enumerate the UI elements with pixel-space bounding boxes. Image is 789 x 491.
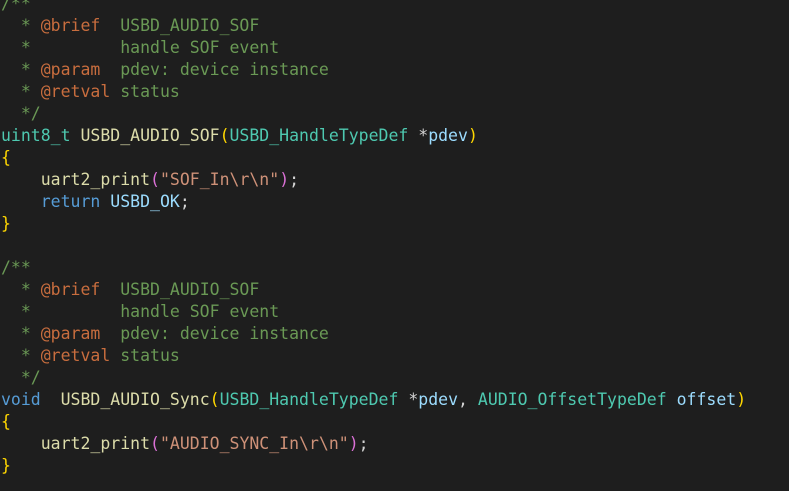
code-token: * [1,82,41,101]
code-token: @brief [40,280,101,299]
code-line[interactable]: * @retval status [0,345,789,367]
code-line[interactable]: uint8_t USBD_AUDIO_SOF(USBD_HandleTypeDe… [0,125,789,147]
code-token [1,192,41,211]
code-token: return [40,192,101,211]
code-token: USBD_AUDIO_SOF [100,280,260,299]
code-token: uint8_t [1,126,71,145]
code-token: "AUDIO_SYNC_In\r\n" [159,434,349,453]
code-token: USBD_OK [110,192,180,211]
code-token: ) [348,434,359,453]
code-line[interactable]: ​ [0,235,789,257]
code-token: ; [179,192,190,211]
code-line[interactable]: return USBD_OK; [0,191,789,213]
code-token [41,390,61,409]
code-token: * handle SOF event [1,302,280,321]
code-line[interactable]: * @param pdev: device instance [0,59,789,81]
code-token: } [1,456,11,475]
code-line[interactable]: { [0,411,789,433]
code-token: ) [279,170,290,189]
code-line[interactable]: * handle SOF event [0,37,789,59]
code-token: */ [1,368,41,387]
code-token: pdev: device instance [100,324,329,343]
code-token: */ [1,104,41,123]
code-token: * [408,126,429,145]
code-line[interactable]: * @brief USBD_AUDIO_SOF [0,279,789,301]
code-token: * handle SOF event [1,38,280,57]
code-token: @param [40,324,101,343]
code-line[interactable]: /** [0,0,789,15]
code-token: pdev [418,390,459,409]
code-token: USBD_AUDIO_SOF [100,16,260,35]
code-token: { [1,148,11,167]
code-line[interactable]: * @retval status [0,81,789,103]
code-token: @param [40,60,101,79]
code-token: * [1,60,41,79]
code-token: ( [219,126,230,145]
code-token [1,170,41,189]
code-line[interactable]: * handle SOF event [0,301,789,323]
code-token: /** [1,0,31,13]
code-line[interactable]: */ [0,367,789,389]
code-token: USBD_AUDIO_SOF [80,126,220,145]
code-token: @retval [40,346,111,365]
code-line[interactable]: } [0,213,789,235]
code-token: ( [209,390,220,409]
code-token [667,390,677,409]
code-token: { [1,412,11,431]
code-token: void [1,390,41,409]
code-token: ) [467,126,478,145]
code-line[interactable]: { [0,147,789,169]
code-token: * [1,280,41,299]
code-token: USBD_HandleTypeDef [229,126,409,145]
code-token: ( [150,434,160,453]
code-token: pdev [428,126,468,145]
code-token: offset [676,390,737,409]
code-token: * [398,390,419,409]
code-token: * [1,324,41,343]
code-token: status [110,346,180,365]
code-line[interactable]: */ [0,103,789,125]
code-token: /** [1,258,31,277]
code-token [100,192,110,211]
code-token: AUDIO_OffsetTypeDef [477,390,667,409]
code-token: ; [289,170,300,189]
code-token: , [458,390,478,409]
code-line[interactable]: * @brief USBD_AUDIO_SOF [0,15,789,37]
code-token: * [1,16,41,35]
code-line[interactable]: * @param pdev: device instance [0,323,789,345]
code-token: ) [736,390,747,409]
code-line[interactable]: uart2_print("AUDIO_SYNC_In\r\n"); [0,433,789,455]
code-token: uart2_print [40,434,151,453]
code-line[interactable]: /** [0,257,789,279]
code-line[interactable]: void USBD_AUDIO_Sync(USBD_HandleTypeDef … [0,389,789,411]
code-token: @retval [40,82,111,101]
code-token: } [1,214,11,233]
code-token: ; [358,434,369,453]
code-line[interactable]: uart2_print("SOF_In\r\n"); [0,169,789,191]
code-token: uart2_print [40,170,151,189]
code-token: @brief [40,16,101,35]
code-token [71,126,81,145]
code-token: ( [150,170,160,189]
code-token: * [1,346,41,365]
code-line[interactable]: } [0,455,789,477]
code-token: pdev: device instance [100,60,329,79]
code-token: "SOF_In\r\n" [159,170,280,189]
code-token: status [110,82,180,101]
code-token: USBD_HandleTypeDef [219,390,399,409]
code-token: USBD_AUDIO_Sync [60,390,210,409]
code-token [1,434,41,453]
